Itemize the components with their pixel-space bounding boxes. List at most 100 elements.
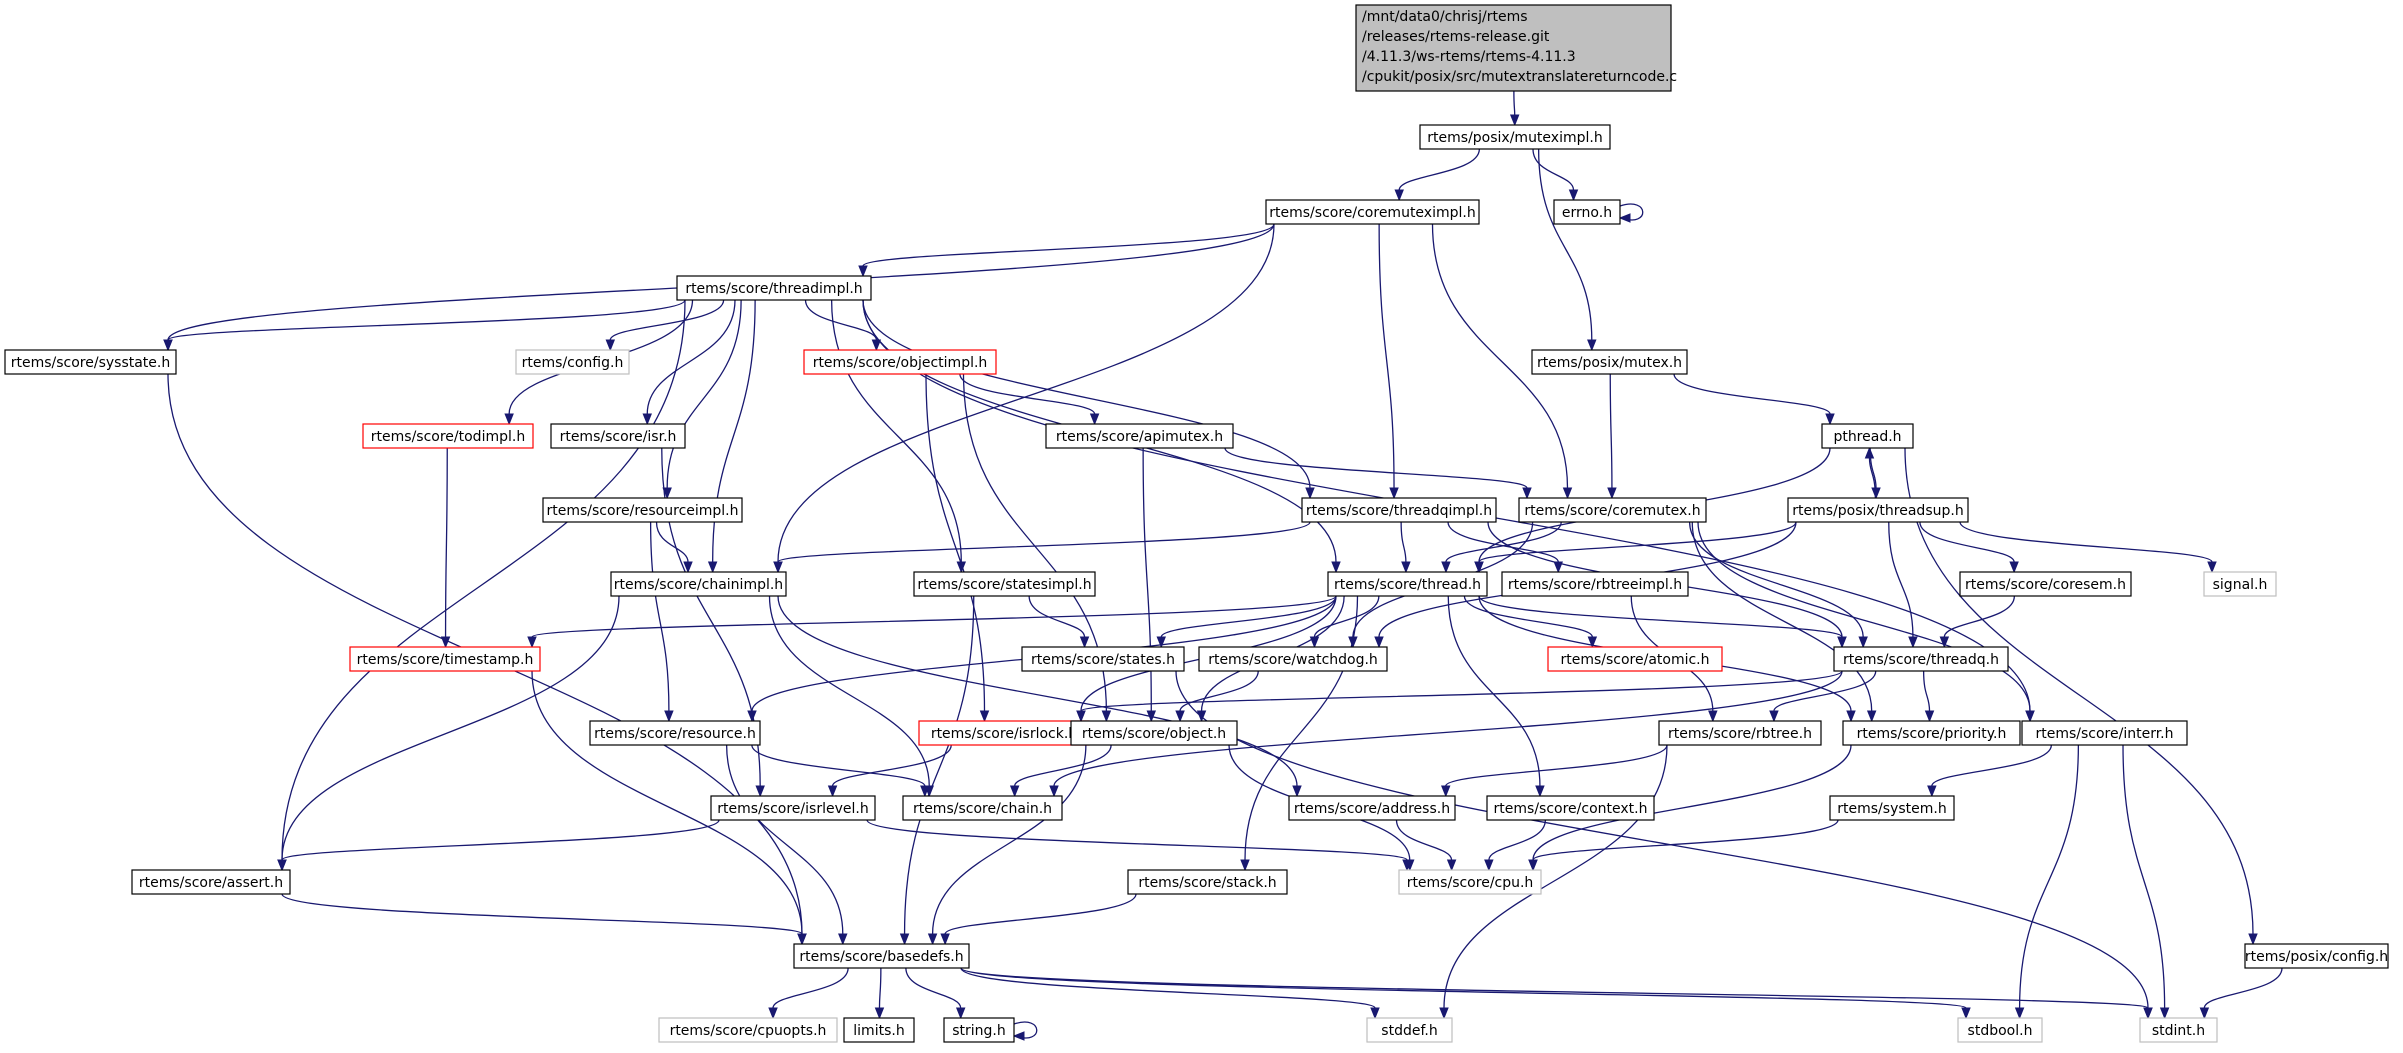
node-coremuteximpl[interactable]: rtems/score/coremuteximpl.h: [1265, 199, 1480, 225]
node-context[interactable]: rtems/score/context.h: [1486, 795, 1655, 821]
node-isrlevel[interactable]: rtems/score/isrlevel.h: [710, 795, 876, 821]
node-rbtree[interactable]: rtems/score/rbtree.h: [1658, 720, 1822, 746]
node-threadqimpl[interactable]: rtems/score/threadqimpl.h: [1301, 497, 1497, 523]
node-system[interactable]: rtems/system.h: [1829, 795, 1955, 821]
node-resource[interactable]: rtems/score/resource.h: [589, 720, 761, 746]
edge-line: [772, 967, 849, 1009]
edge-line: [1179, 670, 1259, 712]
edge-line: [2203, 967, 2283, 1009]
node-objectimpl[interactable]: rtems/score/objectimpl.h: [803, 349, 997, 375]
edge-line: [531, 595, 1337, 638]
arrowhead-icon: [1370, 1007, 1380, 1020]
edge-threadimpl-to-config: [605, 299, 725, 352]
arrowhead-icon: [1009, 785, 1020, 798]
node-statesimpl[interactable]: rtems/score/statesimpl.h: [913, 571, 1096, 597]
edge-threadq-to-priority: [1922, 670, 1935, 723]
node-chain[interactable]: rtems/score/chain.h: [902, 795, 1063, 821]
node-priority[interactable]: rtems/score/priority.h: [1842, 720, 2021, 746]
node-posixconfig[interactable]: rtems/posix/config.h: [2244, 943, 2389, 969]
edge-line: [646, 299, 736, 415]
node-limits[interactable]: limits.h: [843, 1017, 915, 1043]
node-stack[interactable]: rtems/score/stack.h: [1127, 869, 1288, 895]
node-box: [1070, 720, 1238, 746]
edge-line: [281, 819, 720, 861]
edge-line: [444, 447, 448, 638]
node-address[interactable]: rtems/score/address.h: [1288, 795, 1456, 821]
node-muteximpl[interactable]: rtems/posix/muteximpl.h: [1419, 124, 1611, 150]
node-chainimpl[interactable]: rtems/score/chainimpl.h: [610, 571, 787, 597]
edge-resourceimpl-to-chainimpl: [655, 521, 693, 574]
node-isrlock[interactable]: rtems/score/isrlock.h: [918, 720, 1090, 746]
node-stddef[interactable]: stddef.h: [1366, 1017, 1453, 1043]
node-signal[interactable]: signal.h: [2203, 571, 2277, 597]
node-assert[interactable]: rtems/score/assert.h: [131, 869, 291, 895]
arrowhead-icon: [1535, 785, 1545, 798]
node-box: [1553, 199, 1621, 225]
node-box: [1366, 1017, 1453, 1043]
node-root[interactable]: /mnt/data0/chrisj/rtems/releases/rtems-r…: [1355, 4, 1677, 92]
node-box: [1957, 1017, 2043, 1043]
node-sysstate[interactable]: rtems/score/sysstate.h: [4, 349, 177, 375]
node-label: rtems/posix/muteximpl.h: [1427, 130, 1602, 146]
node-todimpl[interactable]: rtems/score/todimpl.h: [362, 423, 534, 449]
node-string[interactable]: string.h: [943, 1017, 1015, 1043]
edge-threadq-to-rbtree: [1769, 670, 1877, 723]
edge-line: [1478, 595, 1843, 638]
arrowhead-icon: [773, 561, 783, 574]
arrowhead-icon: [2025, 710, 2035, 723]
node-box: [1658, 720, 1822, 746]
node-isr[interactable]: rtems/score/isr.h: [550, 423, 686, 449]
edge-line: [1943, 595, 2016, 638]
node-config[interactable]: rtems/config.h: [515, 349, 630, 375]
nodes-layer: /mnt/data0/chrisj/rtems/releases/rtems-r…: [4, 4, 2389, 1043]
node-threadq[interactable]: rtems/score/threadq.h: [1833, 646, 2009, 672]
edge-objectimpl-to-apimutex: [959, 373, 1100, 426]
node-box: [2021, 720, 2188, 746]
node-label: rtems/score/isr.h: [560, 429, 677, 445]
arrowhead-icon: [1562, 487, 1573, 500]
arrowhead-icon: [1587, 636, 1598, 649]
edge-coremutex-to-interr: [1697, 521, 2035, 723]
node-coresem[interactable]: rtems/score/coresem.h: [1959, 571, 2132, 597]
node-label: rtems/score/threadq.h: [1843, 652, 1999, 668]
node-label: rtems/score/rbtree.h: [1668, 726, 1812, 742]
node-box: [1127, 869, 1288, 895]
node-threadimpl[interactable]: rtems/score/threadimpl.h: [676, 275, 872, 301]
node-errno[interactable]: errno.h: [1553, 199, 1621, 225]
node-label: rtems/config.h: [522, 355, 624, 371]
node-apimutex[interactable]: rtems/score/apimutex.h: [1045, 423, 1234, 449]
node-timestamp[interactable]: rtems/score/timestamp.h: [349, 646, 541, 672]
node-resourceimpl[interactable]: rtems/score/resourceimpl.h: [542, 497, 743, 523]
node-thread[interactable]: rtems/score/thread.h: [1327, 571, 1488, 597]
node-basedefs[interactable]: rtems/score/basedefs.h: [793, 943, 970, 969]
node-threadsup[interactable]: rtems/posix/threadsup.h: [1787, 497, 1969, 523]
node-cpuopts[interactable]: rtems/score/cpuopts.h: [658, 1017, 838, 1043]
arrowhead-icon: [755, 785, 765, 798]
node-posixmutex[interactable]: rtems/posix/mutex.h: [1531, 349, 1688, 375]
arrowhead-icon: [2248, 933, 2258, 946]
node-rbtreeimpl[interactable]: rtems/score/rbtreeimpl.h: [1501, 571, 1689, 597]
arrowhead-icon: [1522, 487, 1532, 500]
arrowhead-icon: [1474, 561, 1484, 574]
node-interr[interactable]: rtems/score/interr.h: [2021, 720, 2188, 746]
node-cpu[interactable]: rtems/score/cpu.h: [1398, 869, 1542, 895]
edge-line: [281, 595, 620, 861]
node-stdint[interactable]: stdint.h: [2139, 1017, 2218, 1043]
edge-threadsup-to-pthread: [1864, 446, 1877, 499]
node-coremutex[interactable]: rtems/score/coremutex.h: [1518, 497, 1707, 523]
edge-line: [1014, 744, 1112, 787]
node-label: /releases/rtems-release.git: [1362, 29, 1550, 45]
node-box: [1327, 571, 1488, 597]
arrowhead-icon: [899, 933, 910, 946]
arrowhead-icon: [683, 561, 693, 574]
edge-line: [866, 819, 1408, 861]
edge-line: [655, 521, 689, 563]
arrowhead-icon: [1402, 859, 1412, 872]
node-pthread[interactable]: pthread.h: [1821, 423, 1914, 449]
node-atomic[interactable]: rtems/score/atomic.h: [1547, 646, 1723, 672]
node-stdbool[interactable]: stdbool.h: [1957, 1017, 2043, 1043]
node-states[interactable]: rtems/score/states.h: [1021, 646, 1185, 672]
node-object[interactable]: rtems/score/object.h: [1070, 720, 1238, 746]
arrowhead-icon: [277, 859, 287, 872]
node-watchdog[interactable]: rtems/score/watchdog.h: [1198, 646, 1388, 672]
